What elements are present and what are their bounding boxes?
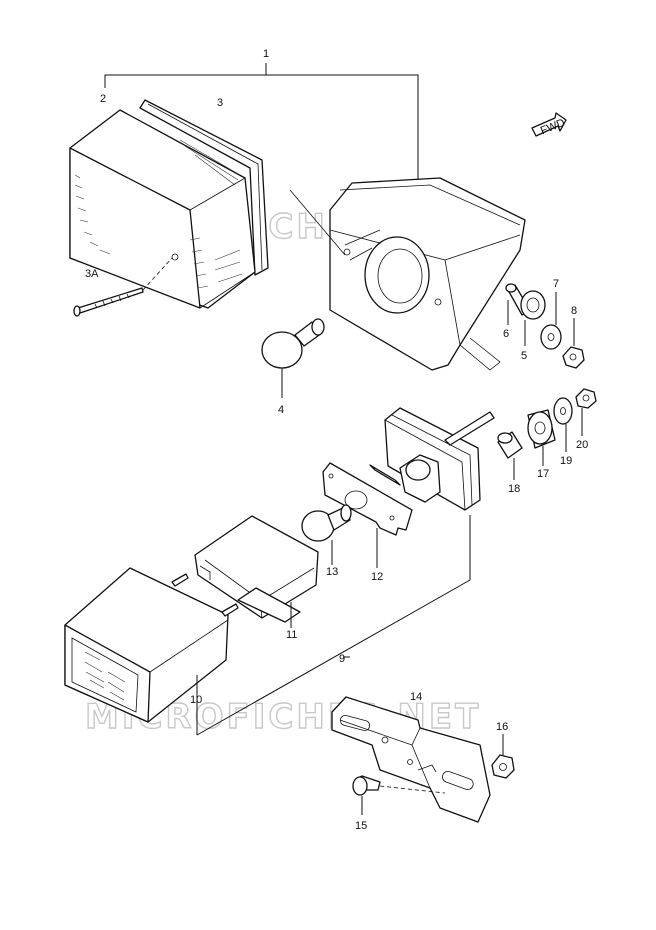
label-3a: 3A [85, 268, 99, 280]
lamp-housing [289, 177, 526, 371]
label-17: 17 [537, 468, 549, 480]
part-labels: 1 2 3 3A 4 5 6 7 8 9 10 11 12 13 14 15 1… [85, 48, 588, 832]
label-5: 5 [521, 350, 527, 362]
part-13-bulb [301, 504, 352, 565]
part-8-nut [562, 318, 585, 369]
label-9: 9 [339, 653, 345, 665]
part-5-grommet [520, 290, 546, 346]
label-6: 6 [503, 328, 509, 340]
label-14: 14 [410, 691, 422, 703]
part-3-gasket [139, 99, 269, 276]
base-with-socket [369, 407, 495, 511]
part-15-screw [352, 775, 446, 815]
label-18: 18 [508, 483, 520, 495]
part-2-lens [69, 109, 256, 309]
part-4-bulb [261, 318, 325, 398]
label-3: 3 [217, 97, 223, 109]
label-4: 4 [278, 404, 284, 416]
part-11-gasket [194, 515, 319, 628]
label-1: 1 [263, 48, 269, 60]
label-13: 13 [326, 566, 338, 578]
label-19: 19 [560, 455, 572, 467]
part-20-nut [575, 388, 597, 436]
label-20: 20 [576, 439, 588, 451]
label-10: 10 [190, 694, 202, 706]
part-18-collar [497, 431, 523, 480]
bracket-assembly-1 [104, 63, 419, 185]
bracket-assembly-9 [196, 515, 471, 736]
part-14-plate-bracket [331, 696, 491, 823]
part-19-washer [553, 397, 573, 452]
part-7-washer [540, 292, 562, 350]
part-17-grommet [527, 409, 556, 466]
label-16: 16 [496, 721, 508, 733]
label-11: 11 [286, 629, 297, 641]
label-2: 2 [100, 93, 106, 105]
part-3a-screw [73, 257, 173, 317]
label-12: 12 [371, 571, 383, 583]
label-15: 15 [355, 820, 367, 832]
fwd-arrow-icon: FWD [531, 112, 567, 138]
part-16-nut [491, 734, 515, 779]
label-7: 7 [553, 278, 559, 290]
fwd-label: FWD [539, 117, 567, 138]
part-10-lens [64, 567, 239, 735]
label-8: 8 [571, 305, 577, 317]
